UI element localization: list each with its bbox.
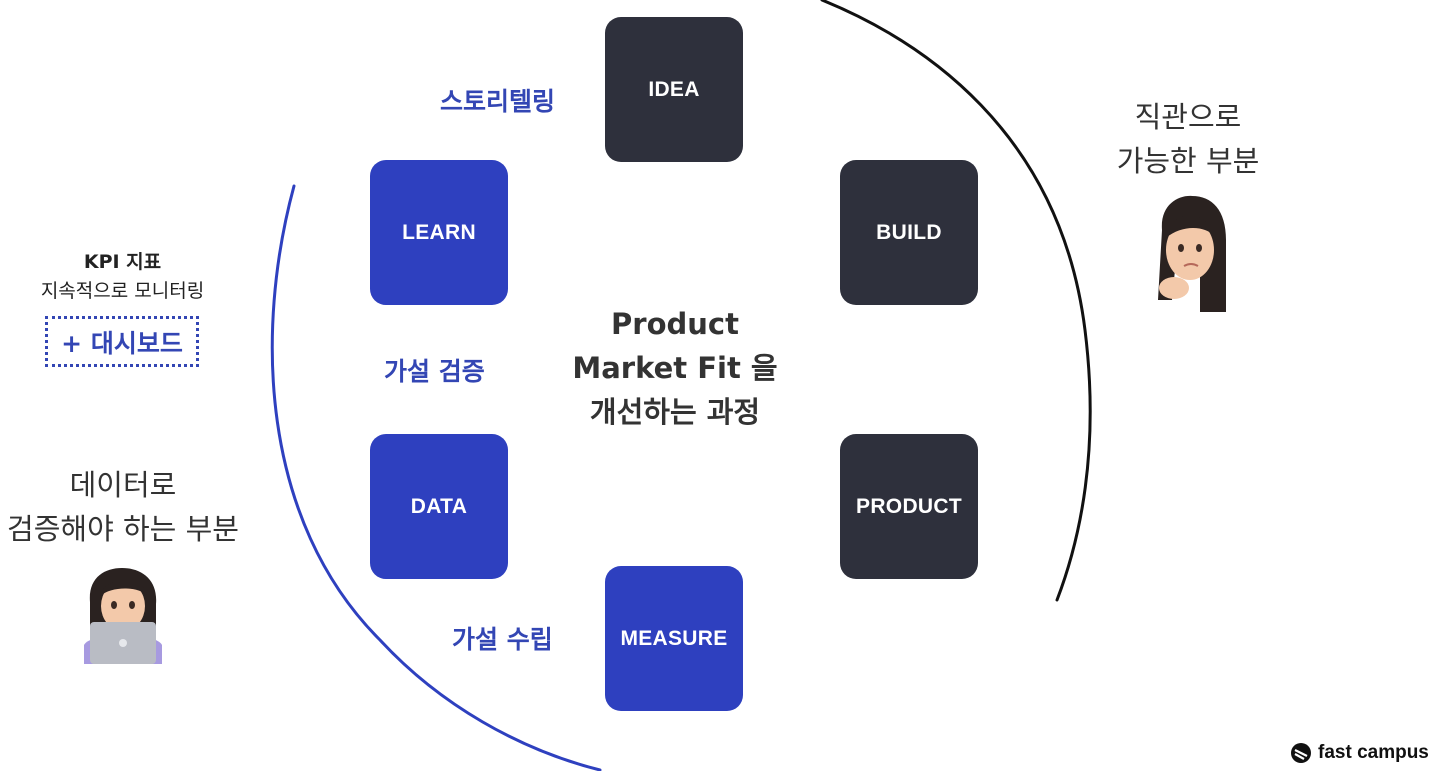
right-caption-line-2: 가능한 부분 — [1116, 144, 1260, 178]
brand-logo: fast campus — [1290, 742, 1429, 764]
dashboard-box: + 대시보드 — [45, 316, 199, 367]
learn-box: LEARN — [370, 160, 508, 305]
left-caption: 데이터로 검증해야 하는 부분 — [4, 463, 242, 551]
build-label: BUILD — [876, 220, 942, 244]
left-caption-line-1: 데이터로 — [69, 468, 177, 502]
measure-label: MEASURE — [620, 626, 728, 650]
kpi-line-2: 지속적으로 모니터링 — [40, 280, 205, 302]
center-line-1: Product — [611, 307, 739, 341]
dashboard-label: + 대시보드 — [61, 328, 183, 358]
product-label: PRODUCT — [856, 494, 962, 518]
left-arc — [270, 184, 602, 771]
left-caption-line-2: 검증해야 하는 부분 — [7, 512, 239, 546]
right-caption: 직관으로 가능한 부분 — [1108, 95, 1268, 183]
hypothesis-setting-label: 가설 수립 — [452, 625, 553, 654]
fastcampus-logo-icon — [1291, 743, 1311, 763]
data-label: DATA — [410, 494, 468, 518]
idea-box: IDEA — [605, 17, 743, 162]
kpi-line-1: KPI 지표 — [83, 251, 162, 273]
center-title: Product Market Fit 을 개선하는 과정 — [555, 302, 795, 434]
right-arc — [820, 0, 1092, 602]
idea-label: IDEA — [648, 77, 700, 101]
right-caption-line-1: 직관으로 — [1134, 100, 1242, 134]
center-line-3: 개선하는 과정 — [589, 395, 761, 429]
brand-name: fast campus — [1318, 742, 1429, 763]
data-box: DATA — [370, 434, 508, 579]
kpi-block: KPI 지표 지속적으로 모니터링 — [20, 248, 225, 306]
build-box: BUILD — [840, 160, 978, 305]
product-box: PRODUCT — [840, 434, 978, 579]
hypothesis-validation-label: 가설 검증 — [384, 357, 485, 386]
measure-box: MEASURE — [605, 566, 743, 711]
center-line-2: Market Fit 을 — [572, 351, 778, 385]
learn-label: LEARN — [402, 220, 476, 244]
storytelling-label: 스토리텔링 — [440, 87, 556, 116]
